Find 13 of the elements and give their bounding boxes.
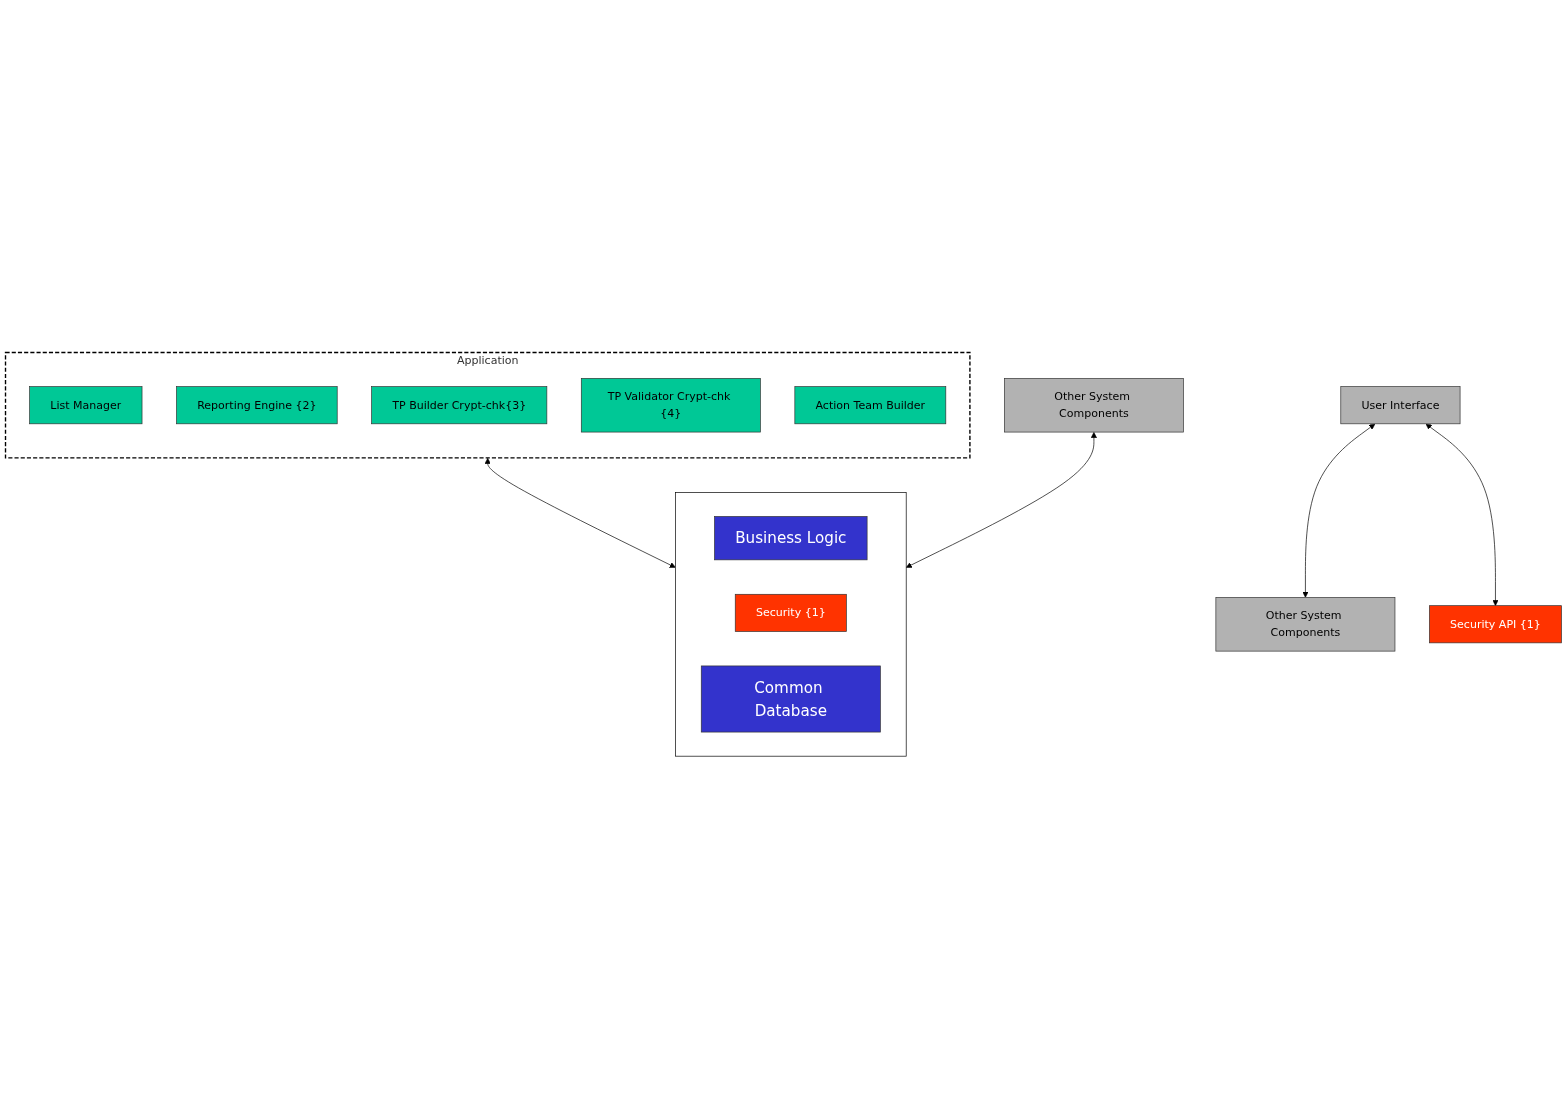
node-box: TP Validator Crypt-chk {4} (580, 377, 761, 433)
node-box: Reporting Engine {2} (176, 385, 338, 424)
node-box: Security API {1} (1429, 604, 1562, 643)
cluster (675, 491, 907, 757)
node-box: User Interface (1340, 385, 1461, 424)
node-box: Security {1} (734, 593, 847, 632)
node-box: Business Logic (714, 515, 868, 560)
node-box: Action Team Builder (794, 385, 947, 424)
node-box: List Manager (29, 385, 143, 424)
node-box: TP Builder Crypt-chk{3} (371, 385, 548, 424)
node-box: Other System Components (1004, 377, 1184, 433)
node-box: Other System Components (1215, 596, 1396, 652)
node-box: Common Database (700, 665, 881, 733)
